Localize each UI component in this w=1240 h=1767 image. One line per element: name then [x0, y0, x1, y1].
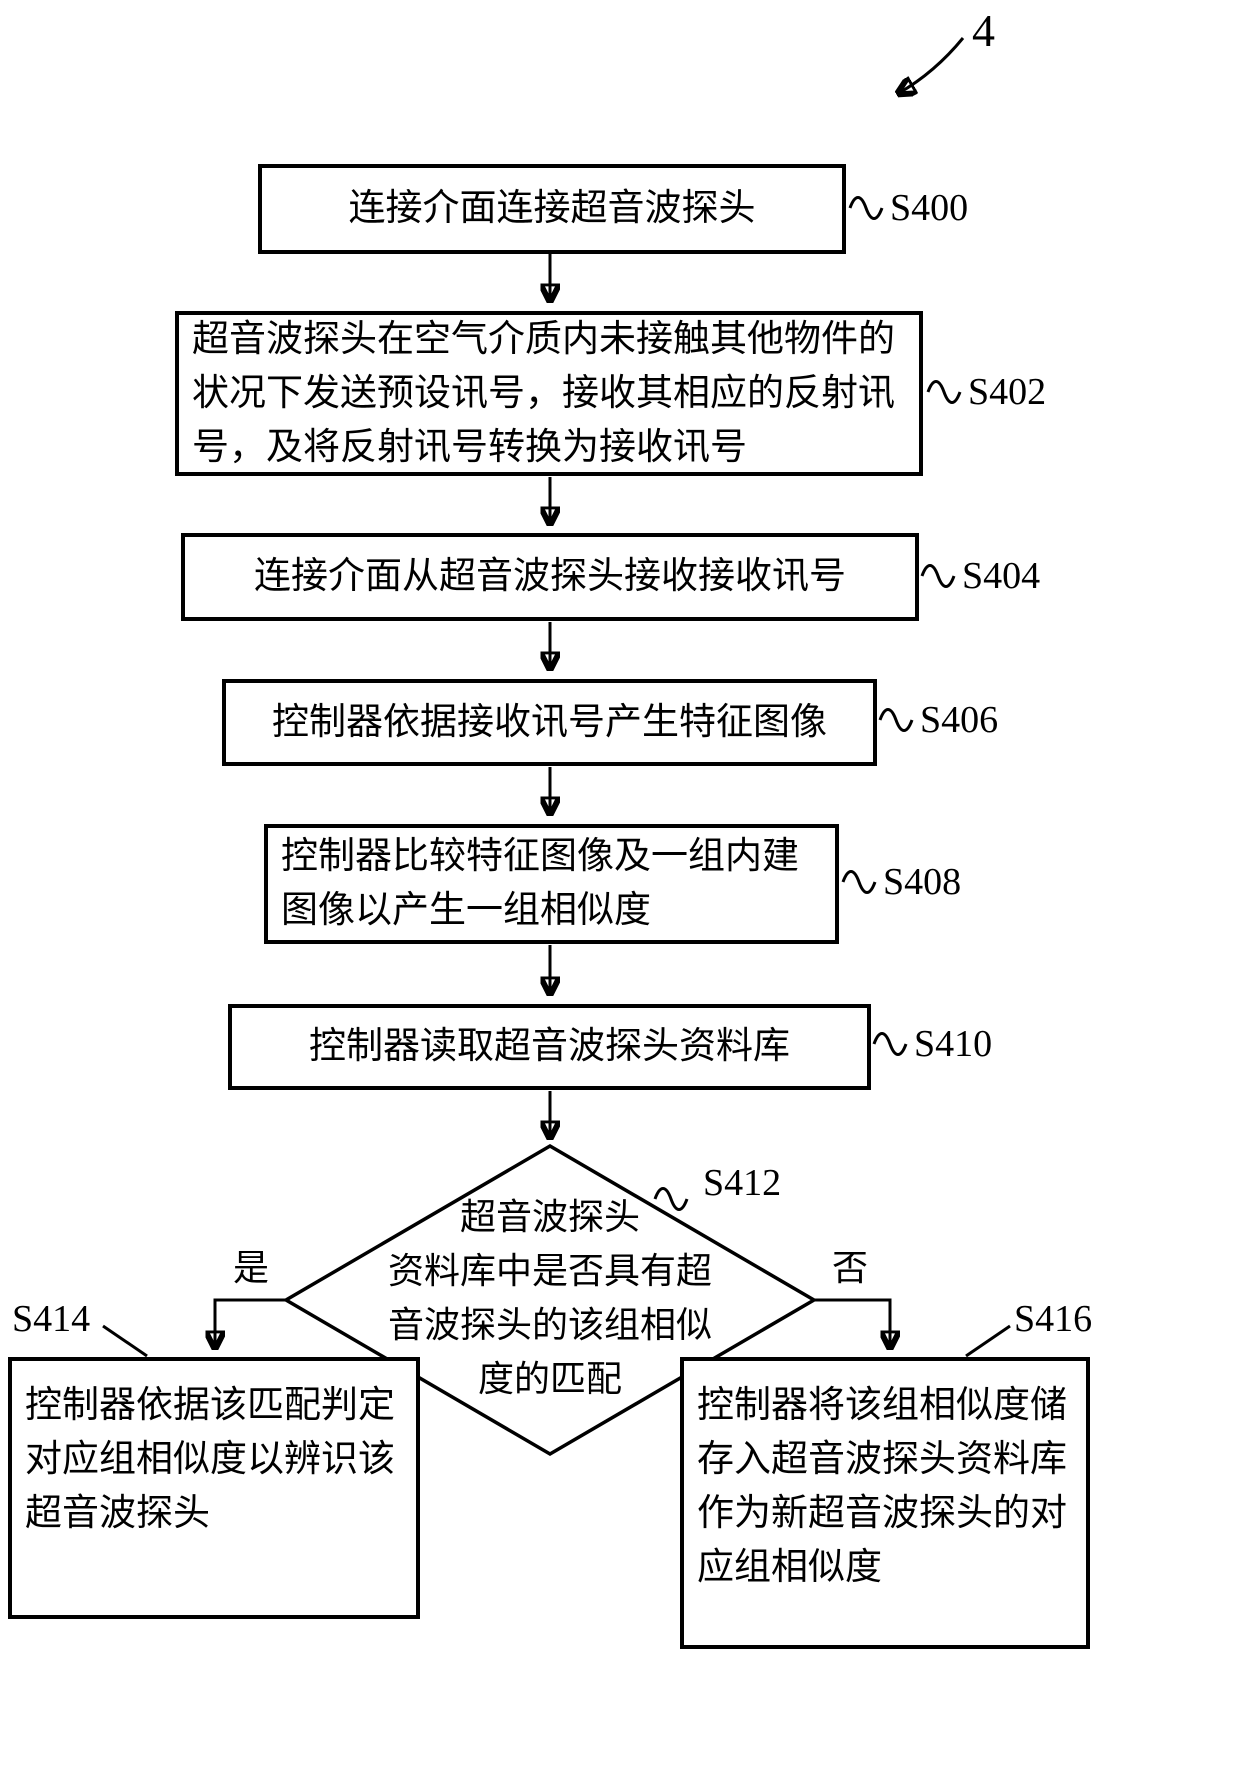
label-connector-s412 [653, 1187, 689, 1211]
step-label-s414: S414 [12, 1298, 91, 1340]
step-box-s414: 控制器依据该匹配判定 对应组相似度以辨识该 超音波探头 [8, 1357, 420, 1619]
branch-label-no: 否 [832, 1248, 869, 1288]
step-text: 状况下发送预设讯号，接收其相应的反射讯 [192, 372, 895, 414]
step-box-s410: 控制器读取超音波探头资料库 [228, 1004, 871, 1090]
label-connector-s400 [848, 196, 884, 220]
step-text: 超音波探头 [25, 1493, 210, 1534]
decision-text-s412: 超音波探头 资料库中是否具有超 音波探头的该组相似 度的匹配 [345, 1190, 755, 1406]
step-box-s400: 连接介面连接超音波探头 [258, 164, 846, 254]
figure-pointer-arrow [899, 37, 965, 93]
step-text: 资料库中是否具有超 [387, 1251, 712, 1291]
branch-label-yes: 是 [233, 1248, 270, 1288]
step-text: 控制器比较特征图像及一组内建 [281, 836, 799, 877]
label-connector-s404 [920, 564, 956, 588]
label-connector-s416 [965, 1324, 1011, 1358]
label-connector-s410 [872, 1032, 908, 1056]
step-text: 对应组相似度以辨识该 [25, 1439, 395, 1480]
step-box-s402: 超音波探头在空气介质内未接触其他物件的 状况下发送预设讯号，接收其相应的反射讯 … [175, 311, 923, 476]
step-text: 号，及将反射讯号转换为接收讯号 [192, 426, 747, 468]
step-label-s400: S400 [890, 187, 969, 229]
step-text: 超音波探头在空气介质内未接触其他物件的 [192, 318, 895, 360]
step-text: 控制器将该组相似度储 [697, 1385, 1067, 1426]
label-connector-s402 [926, 380, 962, 404]
step-label-s402: S402 [968, 371, 1047, 413]
branch-line-no [814, 1298, 890, 1347]
label-connector-s408 [841, 870, 877, 894]
step-label-s406: S406 [920, 699, 999, 741]
step-text: 度的匹配 [477, 1359, 622, 1399]
step-text: 连接介面从超音波探头接收接收讯号 [254, 556, 846, 597]
step-label-s416: S416 [1014, 1298, 1093, 1340]
step-label-s412: S412 [703, 1162, 782, 1204]
figure-number: 4 [972, 5, 995, 56]
step-box-s408: 控制器比较特征图像及一组内建 图像以产生一组相似度 [264, 824, 839, 944]
step-text: 超音波探头 [459, 1197, 640, 1237]
step-text: 应组相似度 [697, 1547, 882, 1588]
label-connector-s406 [878, 708, 914, 732]
step-label-s404: S404 [962, 555, 1041, 597]
step-text: 连接介面连接超音波探头 [348, 188, 756, 229]
step-box-s416: 控制器将该组相似度储 存入超音波探头资料库 作为新超音波探头的对 应组相似度 [680, 1357, 1090, 1649]
step-text: 控制器依据该匹配判定 [25, 1385, 395, 1426]
step-label-s410: S410 [914, 1023, 993, 1065]
step-text: 音波探头的该组相似 [387, 1305, 712, 1345]
step-text: 控制器读取超音波探头资料库 [309, 1026, 790, 1067]
step-box-s404: 连接介面从超音波探头接收接收讯号 [181, 533, 919, 621]
step-text: 存入超音波探头资料库 [697, 1439, 1067, 1480]
step-box-s406: 控制器依据接收讯号产生特征图像 [222, 679, 877, 766]
step-text: 图像以产生一组相似度 [281, 890, 651, 931]
step-text: 控制器依据接收讯号产生特征图像 [272, 701, 827, 743]
step-label-s408: S408 [883, 861, 962, 903]
branch-line-yes [215, 1298, 286, 1347]
step-text: 作为新超音波探头的对 [697, 1493, 1067, 1534]
label-connector-s414 [102, 1324, 148, 1358]
